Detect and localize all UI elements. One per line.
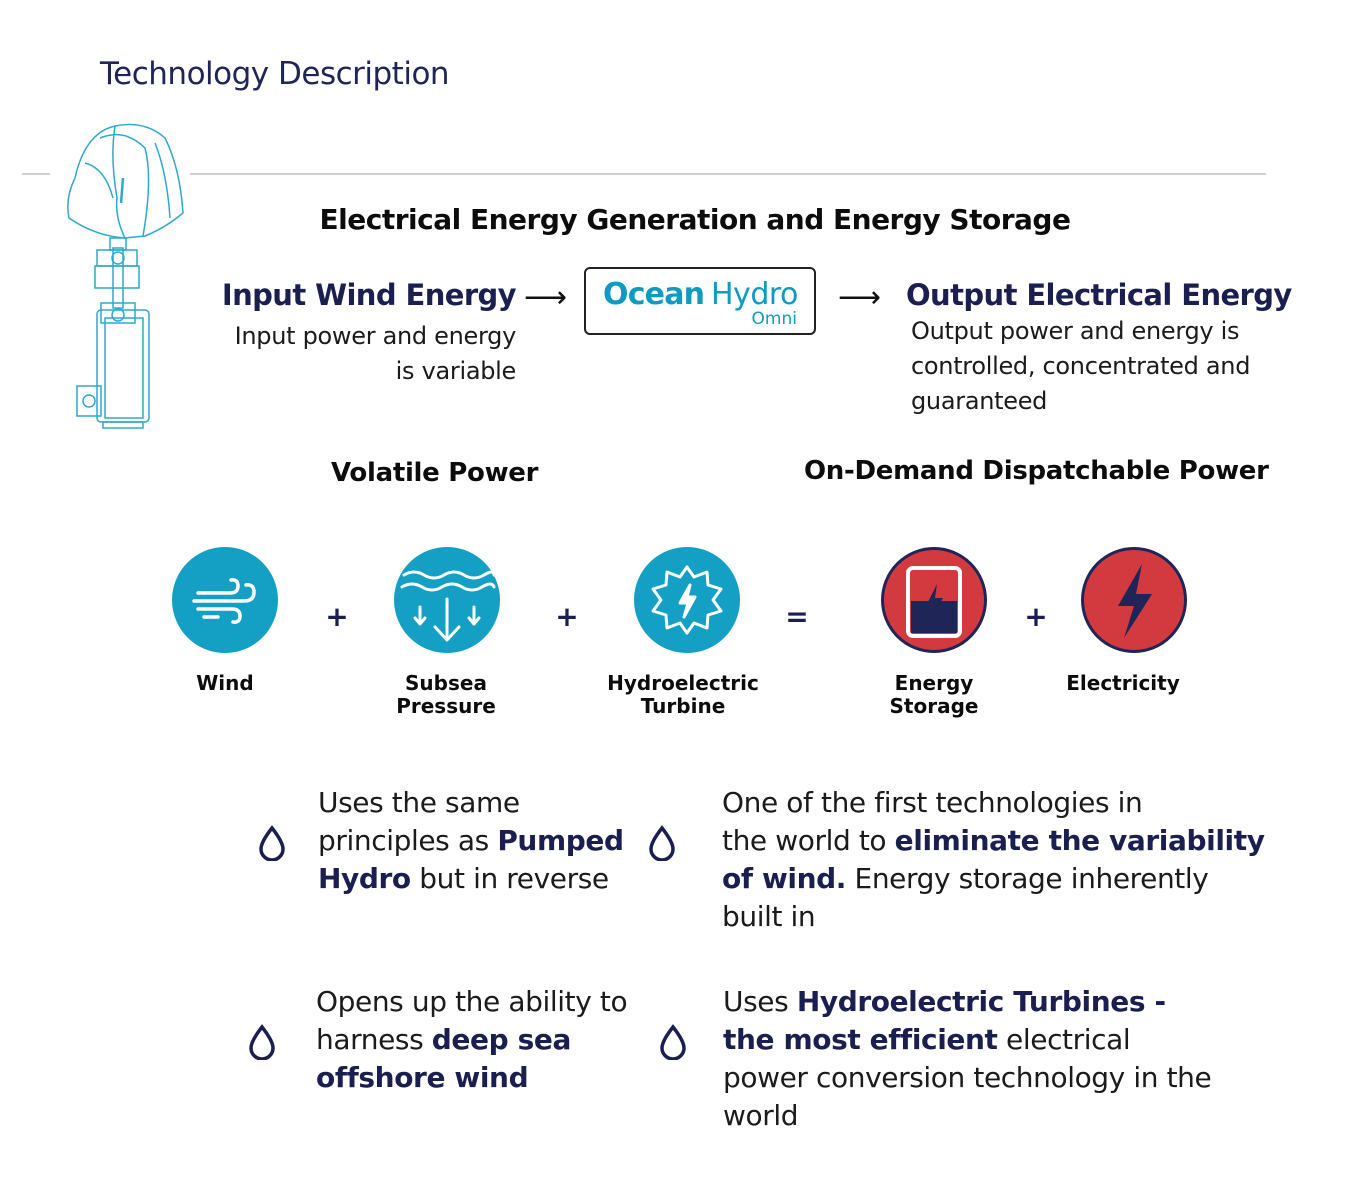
wind-label: Wind	[196, 671, 254, 695]
logo-omni: Omni	[751, 309, 797, 329]
logo-hydro: Hydro	[711, 277, 798, 312]
ocean-hydro-logo: Ocean Hydro Omni	[584, 267, 816, 335]
divider-left	[22, 173, 50, 175]
energy-storage-icon	[881, 547, 987, 653]
page-title: Technology Description	[100, 56, 450, 92]
device-illustration	[67, 123, 184, 429]
arrow-right-icon: ⟶	[524, 280, 568, 315]
lightning-icon	[1081, 547, 1187, 653]
plus-operator: +	[1024, 600, 1048, 633]
bullet-segment: Uses	[723, 985, 797, 1018]
output-title: Output Electrical Energy	[906, 278, 1292, 312]
droplet-icon	[249, 1024, 275, 1060]
output-description: Output power and energy is controlled, c…	[911, 314, 1250, 419]
energy-storage-label: Energy Storage	[889, 671, 979, 718]
input-title: Input Wind Energy	[221, 278, 517, 312]
input-line: Input power and energy	[234, 322, 517, 350]
plus-operator: +	[555, 600, 579, 633]
output-line: guaranteed	[911, 387, 1048, 415]
bullet-text: Uses Hydroelectric Turbines -the most ef…	[723, 983, 1212, 1135]
bullet-segment: but in reverse	[410, 862, 609, 895]
input-description: Input power and energy is variable	[234, 319, 517, 389]
plus-operator: +	[325, 600, 349, 633]
subsea-pressure-icon	[394, 547, 500, 653]
electricity-label: Electricity	[1066, 671, 1180, 695]
bullet-emphasis: Hydroelectric Turbines -the most efficie…	[723, 985, 1166, 1056]
droplet-icon	[259, 825, 285, 861]
equals-operator: =	[785, 600, 809, 633]
logo-ocean: Ocean	[603, 277, 705, 312]
output-line: controlled, concentrated and	[911, 352, 1251, 380]
droplet-icon	[660, 1024, 686, 1060]
divider	[190, 173, 1266, 175]
wind-icon	[172, 547, 278, 653]
output-line: Output power and energy is	[911, 317, 1240, 345]
subsea-pressure-label: Subsea Pressure	[396, 671, 496, 718]
droplet-icon	[649, 825, 675, 861]
main-heading: Electrical Energy Generation and Energy …	[319, 203, 1071, 236]
volatile-power-title: Volatile Power	[331, 458, 539, 488]
dispatchable-power-title: On-Demand Dispatchable Power	[804, 456, 1269, 486]
turbine-icon	[634, 547, 740, 653]
input-line: is variable	[395, 357, 517, 385]
arrow-right-icon: ⟶	[838, 280, 882, 315]
hydroelectric-turbine-label: Hydroelectric Turbine	[607, 671, 759, 718]
